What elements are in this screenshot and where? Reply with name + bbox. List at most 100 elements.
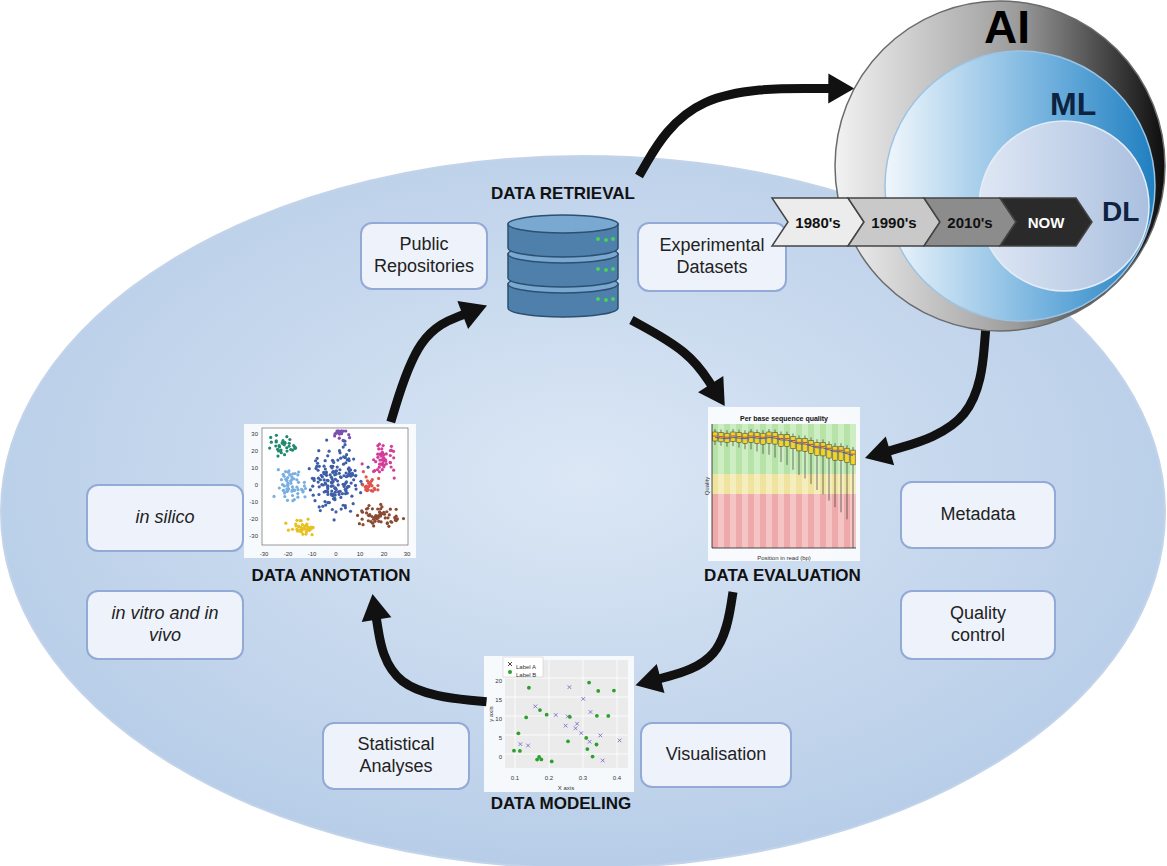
cluster-dot [339,457,342,460]
plot-title: Per base sequence quality [740,415,828,422]
box-plot [815,442,819,455]
cluster-dot [337,483,340,486]
cluster-dot [389,520,392,523]
legend-label: Label B [516,672,536,678]
point-marker [564,724,568,728]
cluster-dot [296,492,299,495]
cluster-dot [300,528,303,531]
median-line [725,437,729,438]
cluster-dot [358,522,361,525]
cluster-dot [340,430,343,433]
cluster-dot [375,515,378,518]
label-anchor: 15 [495,688,502,706]
axis-title: Position in read (bp) [757,555,811,561]
quality-band [790,494,796,548]
cluster-dot [376,484,379,487]
cluster-dot [365,475,368,478]
quality-band [766,424,772,474]
cluster-dot [325,438,328,441]
cluster-dot [329,465,332,468]
cluster-dot [382,511,385,514]
cluster-dot [303,525,306,528]
cluster-dot [336,466,339,469]
cluster-dot [347,474,350,477]
quality-band [742,494,748,548]
stage-heading: DATA MODELING [491,794,631,814]
cluster-dot [370,489,373,492]
cluster-dot [335,469,338,472]
chevron-shape [772,198,864,246]
cluster-dot [291,472,294,475]
cluster-dot [349,510,352,513]
cluster-dot [285,487,288,490]
axis-tick: 0 [255,482,258,488]
circle-shape [835,1,1165,331]
box-label: Statistical Analyses [334,734,458,777]
cluster-dot [318,465,321,468]
cluster-dot [389,449,392,452]
cluster-dot [361,523,364,526]
point-marker [535,758,539,762]
cluster-dot [402,517,405,520]
cluster-dot [288,438,291,441]
cluster-dot [348,459,351,462]
venn-circle: AIMLDL [834,0,1166,332]
label-anchor: Per base sequence quality [740,407,828,425]
axis-tick: -20 [249,516,258,522]
cluster-dot [326,493,329,496]
cluster-dot [344,488,347,491]
arrow-shaft [887,330,986,451]
label-anchor: 10 [495,707,502,725]
cluster-dot [312,477,315,480]
venn-circle: MLDL [884,50,1156,322]
quality-band [820,494,826,548]
label-anchor: 0.4 [613,766,621,784]
process-box: Statistical Analyses [322,722,470,790]
cluster-dot [389,454,392,457]
cluster-dot [323,478,326,481]
label-anchor: 0 [334,542,337,560]
cluster-dot [291,528,294,531]
median-line [803,442,807,443]
axis-tick: 0.3 [579,775,587,781]
box-plot [809,440,813,453]
box-label: in vitro and in vivo [110,603,220,646]
label-anchor: -10 [249,490,258,508]
cluster-dot [326,487,329,490]
point-marker [601,759,605,763]
median-line [815,446,819,447]
label-anchor: 0 [499,745,502,763]
process-box: in vitro and in vivo [86,590,244,660]
axis-tick: 10 [357,551,364,557]
cluster-dot [330,481,333,484]
cluster-dot [297,470,300,473]
cluster-dot [347,433,350,436]
cluster-dot [366,507,369,510]
median-line [737,436,741,437]
process-box: Quality control [900,590,1056,660]
cluster-dot [372,458,375,461]
quality-band [724,424,730,474]
box-plot [713,432,717,441]
point-marker [512,749,516,753]
cluster-dot [278,445,281,448]
cluster-dot [332,518,335,521]
cluster-dot [285,435,288,438]
cluster-dot [313,499,316,502]
cluster-dot [373,488,376,491]
stage-heading: DATA RETRIEVAL [491,184,635,204]
quality-band [754,424,760,474]
cluster-dot [381,468,384,471]
stage-heading: DATA EVALUATION [704,566,861,586]
cluster-dot [283,492,286,495]
quality-band [736,494,742,548]
cluster-dot [362,470,365,473]
cluster-dot [367,504,370,507]
label-anchor: -30 [249,524,258,542]
label-anchor: 20 [381,542,388,560]
cluster-dot [297,525,300,528]
cluster-dot [377,520,380,523]
cluster-dot [283,453,286,456]
cluster-dot [344,481,347,484]
cluster-dot [338,451,341,454]
